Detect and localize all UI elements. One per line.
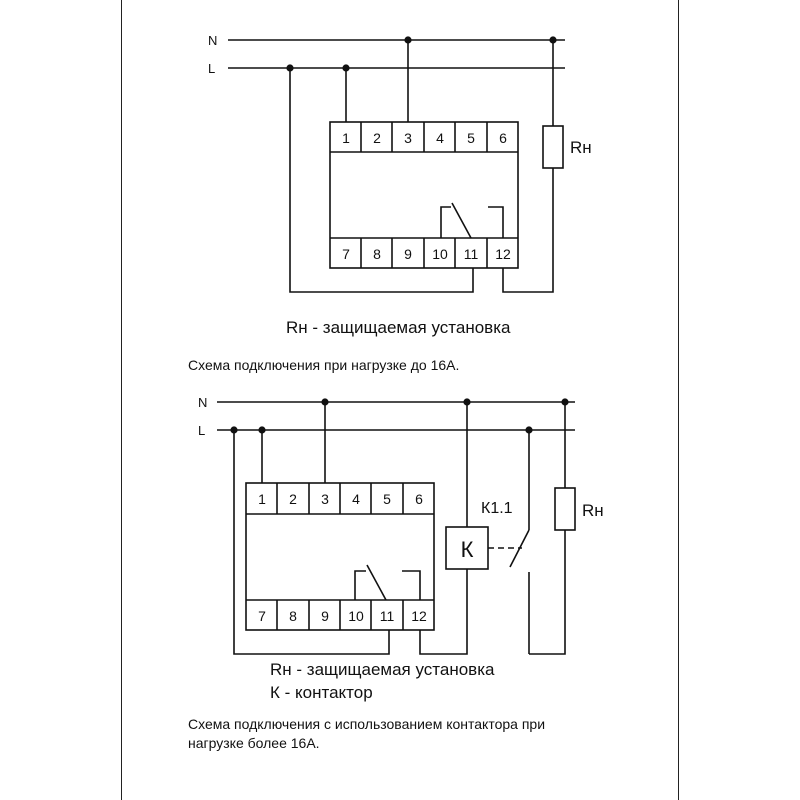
d2-terminal-12: 12 (411, 608, 427, 624)
d1-terminal-12: 12 (495, 246, 511, 262)
d2-terminal-9: 9 (321, 608, 329, 624)
d1-terminal-1: 1 (342, 130, 350, 146)
d2-load-resistor (554, 487, 576, 531)
d2-contact-label: К1.1 (481, 500, 513, 517)
d1-n-label: N (208, 33, 217, 48)
d1-terminal-2: 2 (373, 130, 381, 146)
d1-terminal-4: 4 (436, 130, 444, 146)
d1-terminal-10: 10 (432, 246, 448, 262)
d2-contactor-coil (445, 526, 489, 570)
d2-l-label: L (198, 423, 205, 438)
d2-load-label: Rн (582, 501, 604, 520)
diagram1-wiring (228, 39, 565, 293)
d1-relay-contact (440, 202, 504, 239)
d1-terminal-9: 9 (404, 246, 412, 262)
d2-legend-line1: Rн - защищаемая установка (270, 660, 495, 679)
d2-terminal-5: 5 (383, 491, 391, 507)
d2-terminal-6: 6 (415, 491, 423, 507)
d2-relay-contact (354, 564, 421, 601)
d1-terminal-8: 8 (373, 246, 381, 262)
d2-terminal-10: 10 (348, 608, 364, 624)
d1-l-label: L (208, 61, 215, 76)
d2-caption-line2: нагрузке более 16А. (188, 735, 320, 751)
d1-terminal-3: 3 (404, 130, 412, 146)
d2-terminal-2: 2 (289, 491, 297, 507)
junction-dots (230, 36, 569, 434)
d1-terminal-7: 7 (342, 246, 350, 262)
d2-coil-label: К (461, 537, 474, 562)
d1-terminal-6: 6 (499, 130, 507, 146)
d2-terminal-7: 7 (258, 608, 266, 624)
d2-terminal-4: 4 (352, 491, 360, 507)
d2-caption-line1: Схема подключения с использованием конта… (188, 716, 546, 732)
d1-caption: Схема подключения при нагрузке до 16А. (188, 357, 460, 373)
diagram2-wiring (217, 401, 576, 655)
d2-terminal-1: 1 (258, 491, 266, 507)
d2-n-label: N (198, 395, 207, 410)
d2-terminal-11: 11 (380, 608, 395, 624)
d1-terminal-5: 5 (467, 130, 475, 146)
d1-load-label: Rн (570, 138, 592, 157)
d1-load-resistor (542, 125, 564, 169)
d2-terminal-3: 3 (321, 491, 329, 507)
d2-terminal-8: 8 (289, 608, 297, 624)
d2-legend-line2: К - контактор (270, 683, 373, 702)
d1-legend: Rн - защищаемая установка (286, 318, 511, 337)
d1-terminal-11: 11 (464, 246, 479, 262)
page-frame (121, 0, 679, 800)
